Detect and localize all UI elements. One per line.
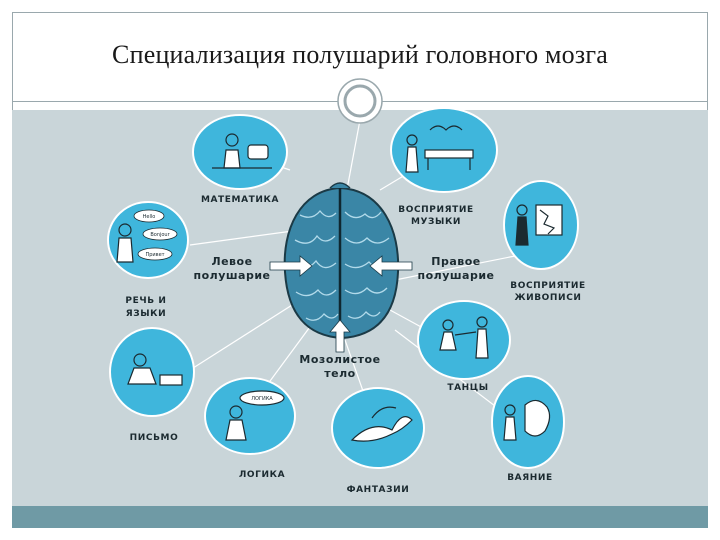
writing-figure-icon <box>127 353 183 386</box>
footer-bar <box>12 506 708 528</box>
painting-figure-icon <box>515 204 563 246</box>
label-writing: ПИСЬМО <box>130 433 179 443</box>
label-corpus-line1: Мозолистое <box>299 353 380 366</box>
logic-bubble-text: ЛОГИКА <box>251 396 273 402</box>
logic-figure-icon <box>225 390 285 441</box>
speech-text-c: Привет <box>145 252 164 258</box>
label-speech-line1: РЕЧЬ И <box>125 296 166 306</box>
label-painting-line1: ВОСПРИЯТИЕ <box>510 281 586 291</box>
slide-title: Специализация полушарий головного мозга <box>112 40 608 69</box>
dance-figure-icon <box>439 316 489 359</box>
label-left-line1: Левое <box>211 255 252 268</box>
label-corpus-line2: тело <box>324 367 355 380</box>
bubble-math <box>192 114 288 190</box>
math-figure-icon <box>212 133 272 169</box>
label-right-line2: полушарие <box>417 269 494 282</box>
bubble-dance <box>417 300 511 380</box>
label-painting-line2: ЖИВОПИСИ <box>514 293 581 303</box>
right-hemisphere-arrow <box>369 255 413 277</box>
label-sculpture: ВАЯНИЕ <box>507 473 553 483</box>
speech-figure-icon <box>116 223 134 263</box>
label-logic: ЛОГИКА <box>239 470 285 480</box>
label-dance: ТАНЦЫ <box>447 383 488 393</box>
label-left-line2: полушарие <box>193 269 270 282</box>
label-fantasy: ФАНТАЗИИ <box>347 485 410 495</box>
corpus-callosum-arrow <box>329 319 351 353</box>
label-math: МАТЕМАТИКА <box>201 195 279 205</box>
music-figure-icon <box>405 125 474 173</box>
speech-text-b: Bonjour <box>150 232 170 238</box>
label-music-line1: ВОСПРИЯТИЕ <box>398 205 474 215</box>
title-ornament <box>337 78 383 124</box>
fantasy-figure-icon <box>350 406 413 442</box>
sculpture-figure-icon <box>503 399 551 441</box>
speech-text-a: Hello <box>143 214 156 220</box>
left-hemisphere-arrow <box>269 255 313 277</box>
label-music-line2: МУЗЫКИ <box>411 217 461 227</box>
label-speech-line2: ЯЗЫКИ <box>126 309 167 319</box>
bubble-logic <box>204 377 296 455</box>
speech-bubbles <box>133 209 178 261</box>
label-right-line1: Правое <box>431 255 480 268</box>
